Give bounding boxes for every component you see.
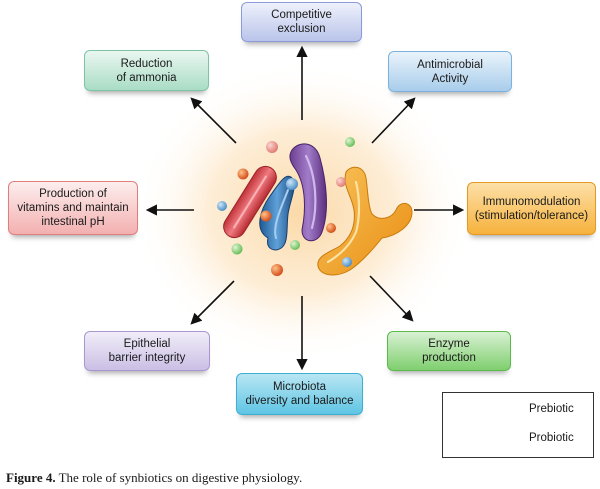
figure-caption: Figure 4. The role of synbiotics on dige… (6, 470, 302, 486)
antimicrobial-activity-box: Antimicrobial Activity (388, 51, 512, 92)
blue-bacterium (259, 175, 295, 251)
red-bacterium (223, 165, 277, 239)
arrow-up-right (371, 97, 416, 144)
dot (217, 201, 227, 211)
prebiotic-dot (271, 264, 283, 276)
dot (345, 137, 355, 147)
dot (342, 257, 352, 267)
microbiota-diversity-box: Microbiota diversity and balance (236, 373, 363, 415)
glow-background (132, 62, 472, 362)
caption-text: The role of synbiotics on digestive phys… (55, 470, 303, 485)
dot (286, 178, 298, 190)
legend: Prebiotic Probiotic (442, 392, 594, 458)
arrow-down-left (190, 280, 235, 325)
prebiotic-dot (260, 210, 272, 222)
legend-prebiotic-label: Prebiotic (529, 403, 574, 415)
caption-label: Figure 4. (6, 470, 56, 485)
prebiotic-dot (237, 168, 249, 180)
dot (266, 141, 278, 153)
purple-bacterium (289, 143, 327, 242)
arrows (145, 45, 465, 371)
prebiotic-dot (326, 223, 336, 233)
orange-bacterium (317, 166, 413, 276)
epithelial-barrier-box: Epithelial barrier integrity (84, 331, 210, 371)
arrow-down-right (369, 275, 414, 322)
dot (290, 240, 300, 250)
immunomodulation-box: Immunomodulation (stimulation/tolerance) (467, 182, 596, 235)
competitive-exclusion-box: Competitive exclusion (241, 2, 362, 42)
arrow-up-left (190, 97, 237, 144)
production-of-vitamins-box: Production of vitamins and maintain inte… (8, 181, 138, 235)
bacteria-cluster (217, 137, 413, 276)
dot (336, 177, 346, 187)
enzyme-production-box: Enzyme production (387, 331, 511, 371)
dot (231, 243, 243, 255)
reduction-of-ammonia-box: Reduction of ammonia (84, 50, 209, 91)
legend-probiotic-label: Probiotic (529, 432, 574, 444)
